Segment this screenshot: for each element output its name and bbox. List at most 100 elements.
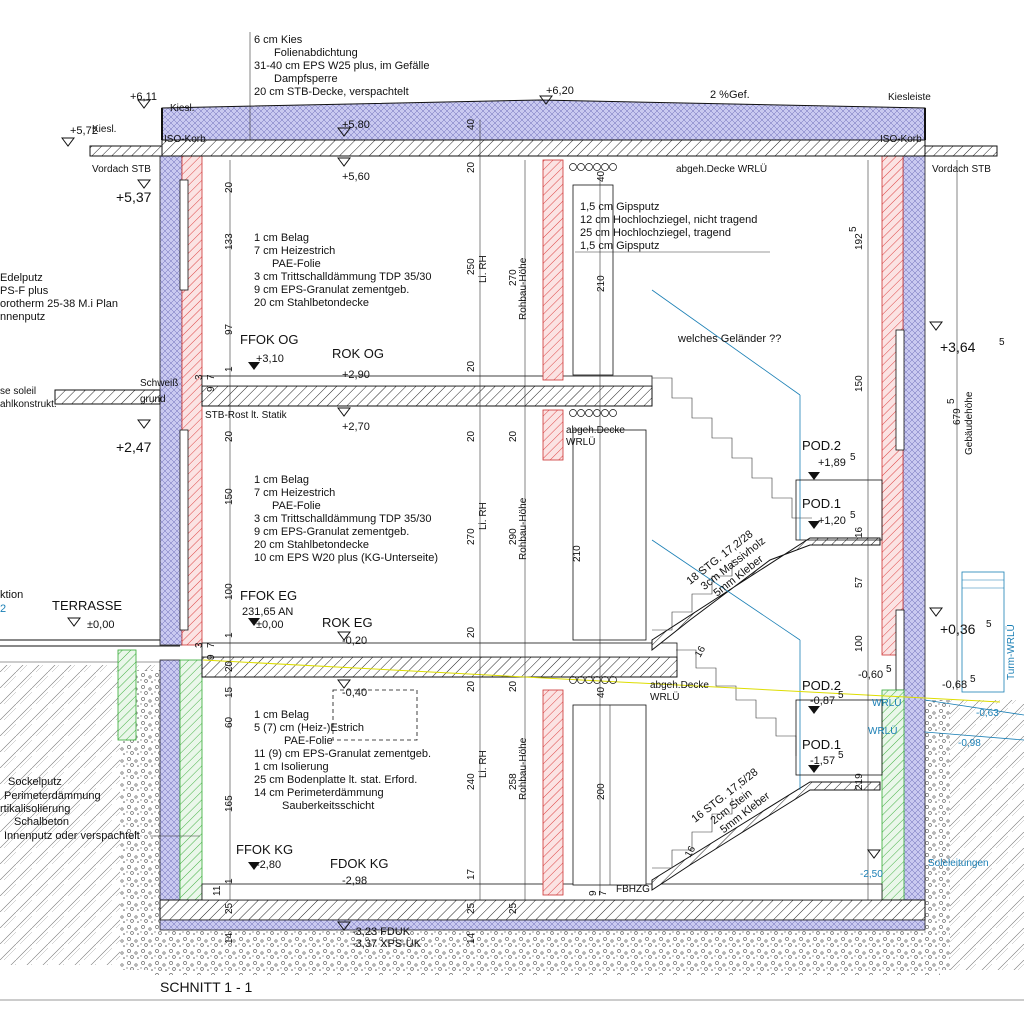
- roof-slab: [161, 139, 926, 157]
- dimension-lines: [0, 120, 1024, 1001]
- kiesl-label-2: Kiesl.: [92, 124, 116, 135]
- level-sup: 5: [970, 674, 976, 685]
- floor-labels: FFOK OG ROK OG FFOK EG 231,65 AN ROK EG …: [52, 332, 389, 871]
- level-label: +5,37: [116, 189, 152, 205]
- level-sup: 5: [850, 510, 856, 521]
- dim-label: 20: [224, 430, 235, 442]
- dim-label: 20: [224, 660, 235, 672]
- level-label: +3,64: [940, 339, 976, 355]
- dim-label: 25: [508, 902, 519, 914]
- dim-label: 1: [224, 878, 235, 884]
- level-label: -0,20: [342, 635, 367, 647]
- level-label: -0,98: [958, 738, 981, 749]
- wrlu-kg: WRLÜ: [650, 691, 679, 703]
- dim-label: 97: [224, 323, 235, 335]
- eg-slab: [201, 656, 678, 678]
- dim-label: 20: [508, 680, 519, 692]
- level-label: +2,70: [342, 421, 370, 433]
- roof-slope: 2 %Gef.: [710, 89, 750, 101]
- level-sup: 5: [986, 619, 992, 630]
- eg-layer: 1 cm Belag: [254, 474, 309, 486]
- wrlu-eg: WRLÜ: [566, 436, 595, 448]
- dim-label: 25: [224, 902, 235, 914]
- dim-label: 20: [466, 626, 477, 638]
- dim-label: Rohbau-Höhe: [518, 257, 529, 320]
- dim-label: 270: [508, 269, 519, 286]
- roof-layer: Folienabdichtung: [274, 47, 358, 59]
- dim-label: 20: [466, 360, 477, 372]
- level-sup: 5: [886, 664, 892, 675]
- dim-label: 40: [596, 686, 607, 698]
- roof-layer: 20 cm STB-Decke, verspachtelt: [254, 86, 409, 98]
- perimeter-insulation: [159, 919, 926, 931]
- roof: [89, 99, 998, 157]
- roof-layer: 31-40 cm EPS W25 plus, im Gefälle: [254, 60, 429, 72]
- dim-label: 9: [206, 386, 217, 392]
- level-label: -0,63: [976, 708, 999, 719]
- turm-wrlu-label: Turm-WRLÜ: [1005, 624, 1017, 680]
- eg-layer: 20 cm Stahlbetondecke: [254, 539, 369, 551]
- rok-eg-label: ROK EG: [322, 615, 373, 630]
- inner-wall-layer: 1,5 cm Gipsputz: [580, 201, 659, 213]
- level-label: -3,37 XPS-UK: [352, 938, 422, 950]
- level-label: -0,87: [810, 695, 835, 707]
- dim-label: 20: [224, 181, 235, 193]
- level-markers: [61, 95, 943, 931]
- og-layer: 7 cm Heizestrich: [254, 245, 335, 257]
- balcony-label: se soleil: [0, 386, 36, 397]
- dim-label: Rohbau-Höhe: [518, 737, 529, 800]
- kg-floor-buildup: 1 cm Belag 5 (7) cm (Heiz-)Estrich PAE-F…: [254, 689, 431, 812]
- dim-label: 9: [588, 890, 599, 896]
- dim-label: 150: [854, 375, 865, 392]
- dim-label: 9: [206, 654, 217, 660]
- sole-label: Soleleitungen: [928, 858, 989, 869]
- ffok-og-label: FFOK OG: [240, 332, 299, 347]
- dim-label: 7: [206, 642, 217, 648]
- base-wall-layer: rtikalisolierung: [0, 803, 70, 815]
- dim-label: 15: [224, 686, 235, 698]
- left-wall-layer: Edelputz: [0, 272, 43, 284]
- right-services: [202, 160, 1024, 741]
- balcony-slab: [54, 389, 161, 405]
- dim-label: 200: [596, 783, 607, 800]
- eg-layer: 10 cm EPS W20 plus (KG-Unterseite): [254, 552, 438, 564]
- dim-label: 40: [596, 170, 607, 182]
- iso-korb-right: ISO-Korb: [880, 134, 922, 145]
- dim-label: 210: [572, 545, 583, 562]
- dim-label: Li. RH: [478, 255, 489, 283]
- kg-layer: PAE-Folie: [284, 735, 333, 747]
- base-wall-layer: Schalbeton: [14, 816, 69, 828]
- dim-label: 20: [508, 430, 519, 442]
- fbhzg-label: FBHZG: [616, 884, 650, 895]
- level-sup: 5: [838, 750, 844, 761]
- fdok-kg-label: FDOK KG: [330, 856, 389, 871]
- base-wall-buildup: Sockelputz Perimeterdämmung rtikalisolie…: [0, 776, 200, 842]
- dim-label: 219: [854, 773, 865, 790]
- roof-layer: Dampfsperre: [274, 73, 338, 85]
- dim-label: 57: [854, 576, 865, 588]
- dim-label: 16: [854, 526, 865, 538]
- level-label: -0,68: [942, 679, 967, 691]
- og-layer: PAE-Folie: [272, 258, 321, 270]
- dim-label: 11: [212, 885, 223, 896]
- level-label: -2,98: [342, 875, 367, 887]
- dim-label: 165: [224, 795, 235, 812]
- canopy-right: [924, 145, 998, 157]
- dim-label: 258: [508, 773, 519, 790]
- level-sup: 5: [838, 690, 844, 701]
- eg-layer: 3 cm Trittschalldämmung TDP 35/30: [254, 513, 432, 525]
- dim-label: 14: [466, 932, 477, 944]
- og-layer: 3 cm Trittschalldämmung TDP 35/30: [254, 271, 432, 283]
- base-wall-layer: Innenputz oder verspachtelt: [4, 830, 140, 842]
- dim-label: 14: [224, 932, 235, 944]
- kg-layer: Sauberkeitsschicht: [282, 800, 374, 812]
- dim-label: 5: [848, 226, 859, 232]
- level-sup: 5: [999, 337, 1005, 348]
- an-label: 231,65 AN: [242, 606, 293, 618]
- level-label: +3,10: [256, 353, 284, 365]
- dim-label: 240: [466, 773, 477, 790]
- dim-label: 100: [854, 635, 865, 652]
- dim-label: 210: [596, 275, 607, 292]
- level-sup: 5: [850, 452, 856, 463]
- dim-label: 192: [854, 233, 865, 250]
